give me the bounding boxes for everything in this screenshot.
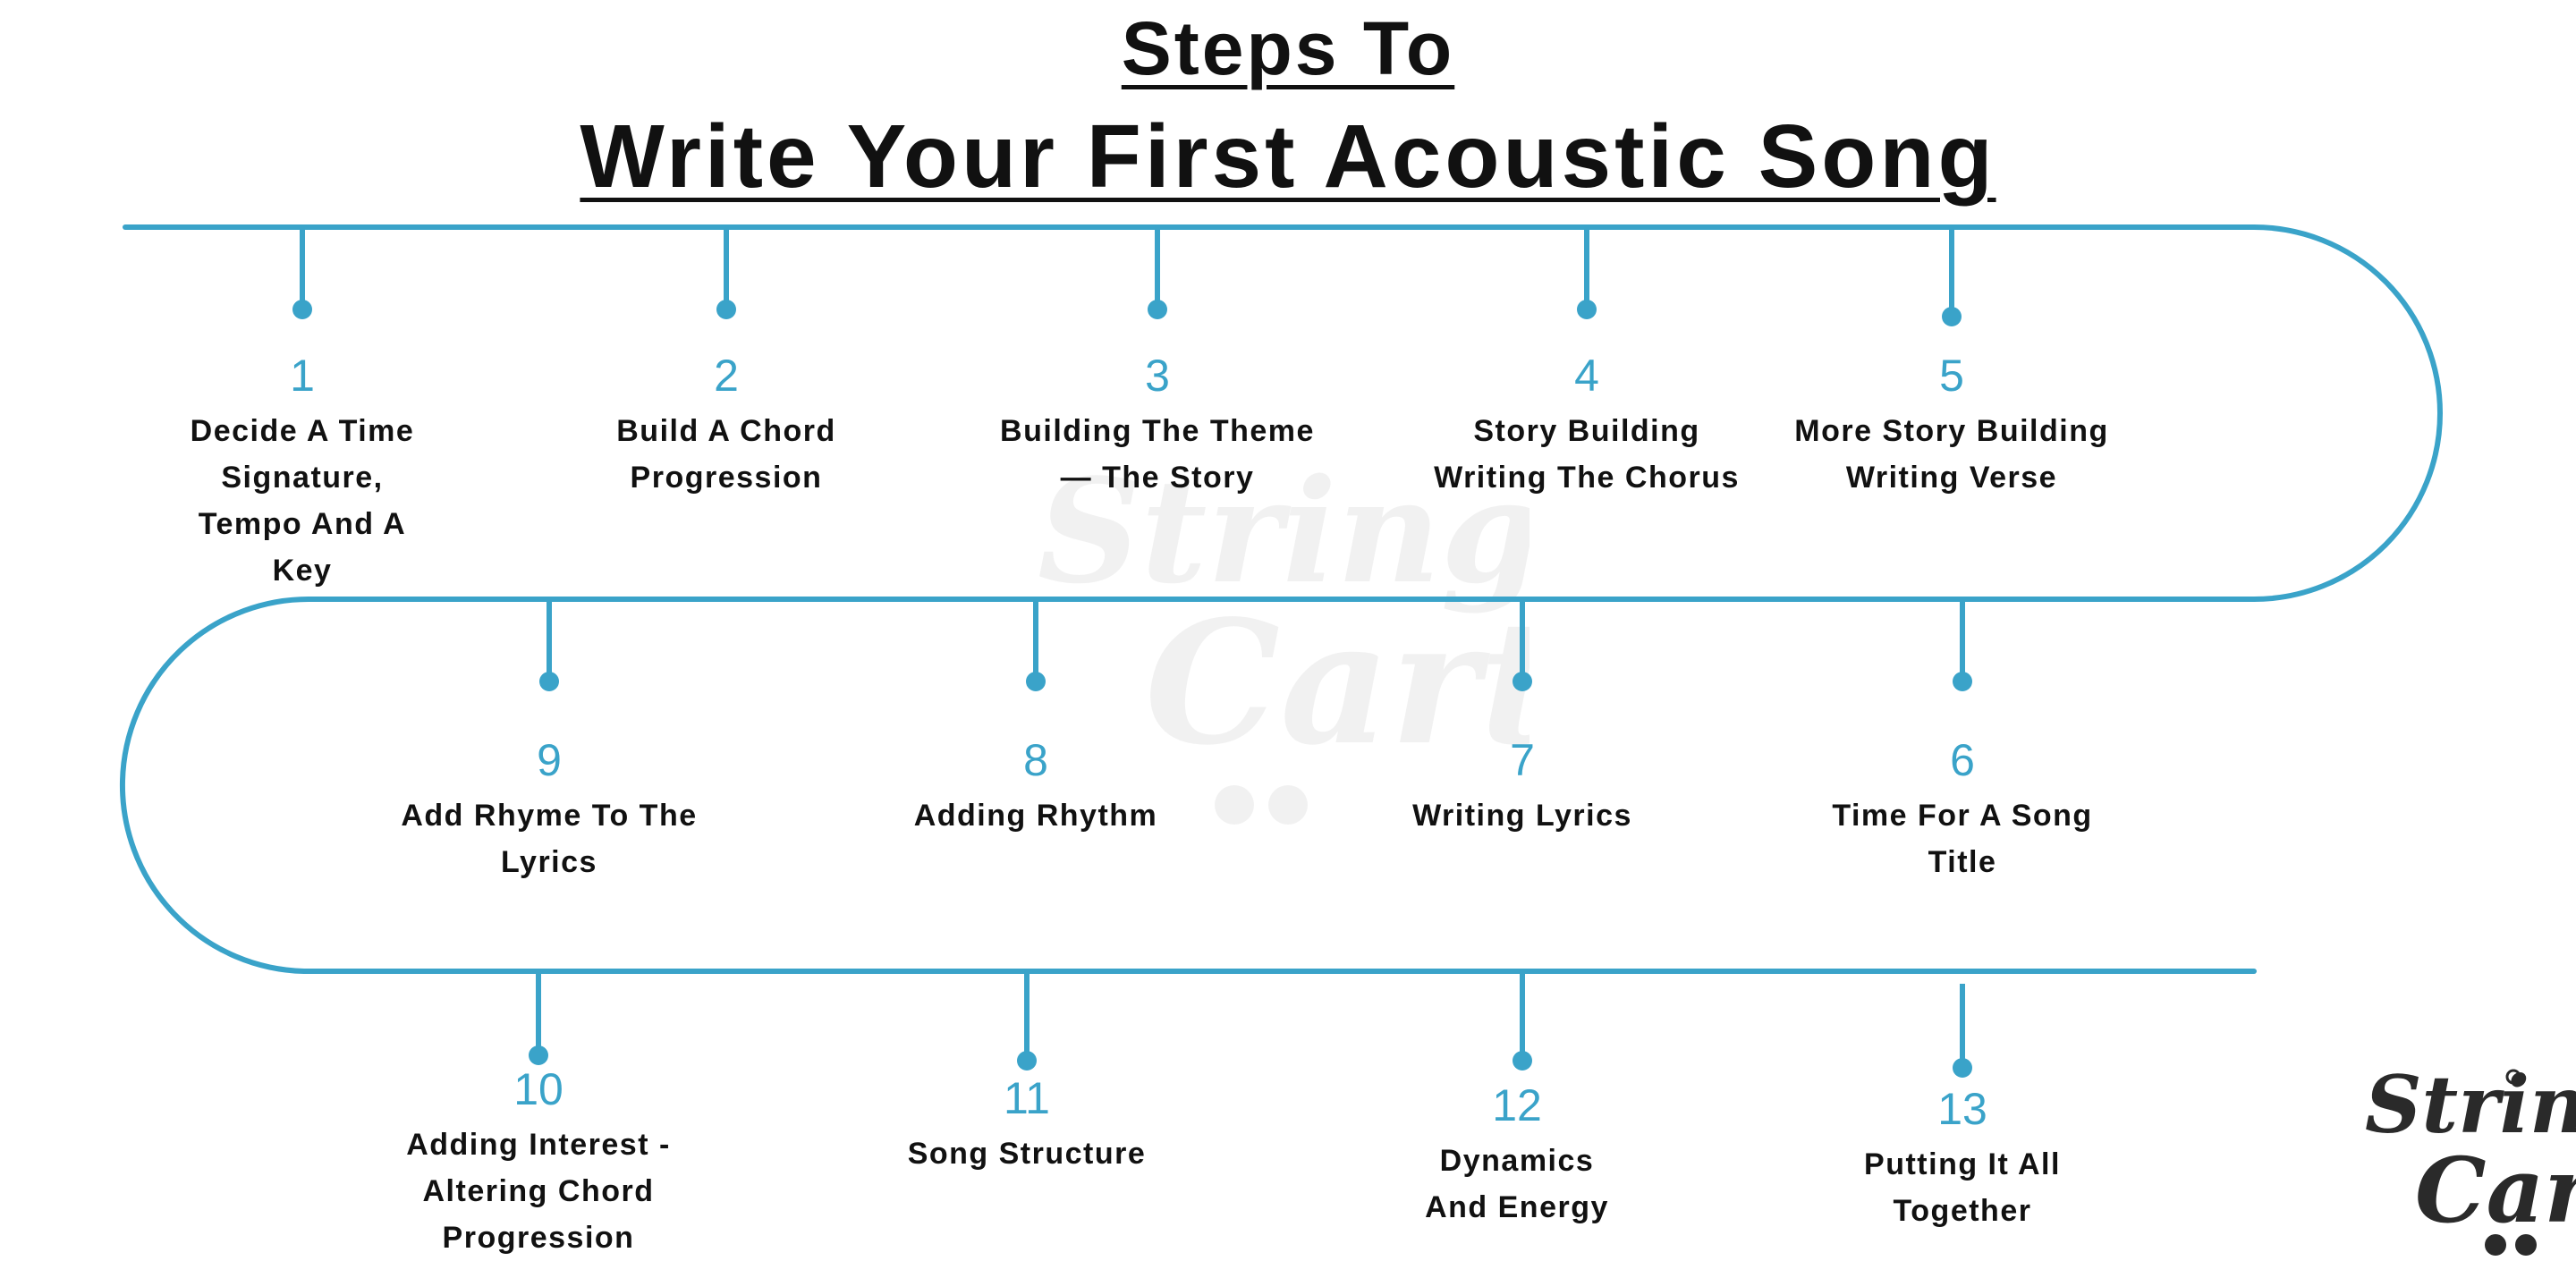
step-label: Adding Interest - Altering Chord Progres… xyxy=(406,1128,671,1255)
step-12: 12 Dynamics And Energy xyxy=(1338,1079,1696,1231)
step-number: 7 xyxy=(1510,735,1535,785)
step-1: 1 Decide A Time Signature, Tempo And A K… xyxy=(123,349,481,594)
step-4: 4 Story Building Writing The Chorus xyxy=(1408,349,1766,501)
watermark-word-2: Cart xyxy=(1145,583,1530,783)
string-cart-logo: String Cart xyxy=(2365,1058,2576,1256)
step-number: 13 xyxy=(1937,1084,1987,1134)
connector-dot-11 xyxy=(1017,1051,1037,1071)
connector-dot-6 xyxy=(1953,672,1972,691)
connector-dot-1 xyxy=(292,300,312,319)
title-line-2: Write Your First Acoustic Song xyxy=(580,106,1996,207)
step-number: 1 xyxy=(290,351,315,401)
step-number: 6 xyxy=(1950,735,1975,785)
step-2: 2 Build A Chord Progression xyxy=(547,349,905,501)
step-9: 9 Add Rhyme To The Lyrics xyxy=(370,733,728,885)
step-10: 10 Adding Interest - Altering Chord Prog… xyxy=(360,1062,717,1261)
watermark-word-1: String xyxy=(1038,447,1530,615)
step-number: 2 xyxy=(714,351,739,401)
connector-dot-2 xyxy=(716,300,736,319)
connector-dot-10 xyxy=(529,1045,548,1065)
timeline-turn-right xyxy=(2251,224,2443,602)
step-8: 8 Adding Rhythm xyxy=(857,733,1215,839)
step-label: Putting It All Together xyxy=(1864,1147,2061,1228)
connector-dot-5 xyxy=(1942,307,1962,326)
step-label: Song Structure xyxy=(907,1137,1147,1171)
step-11: 11 Song Structure xyxy=(848,1071,1206,1177)
step-label: More Story Building Writing Verse xyxy=(1794,414,2109,495)
step-number: 3 xyxy=(1145,351,1170,401)
connector-dot-8 xyxy=(1026,672,1046,691)
step-number: 5 xyxy=(1939,351,1964,401)
step-number: 11 xyxy=(1004,1073,1050,1123)
connector-dot-7 xyxy=(1513,672,1532,691)
step-label: Add Rhyme To The Lyrics xyxy=(401,799,698,879)
step-number: 10 xyxy=(513,1064,564,1114)
step-number: 12 xyxy=(1492,1080,1542,1130)
step-number: 4 xyxy=(1574,351,1599,401)
step-label: Building The Theme — The Story xyxy=(1000,414,1315,495)
step-5: 5 More Story Building Writing Verse xyxy=(1773,349,2131,501)
step-6: 6 Time For A Song Title xyxy=(1784,733,2141,885)
step-label: Dynamics And Energy xyxy=(1425,1144,1609,1224)
connector-dot-9 xyxy=(539,672,559,691)
step-3: 3 Building The Theme — The Story xyxy=(979,349,1336,501)
step-label: Writing Lyrics xyxy=(1412,799,1632,833)
step-label: Story Building Writing The Chorus xyxy=(1434,414,1740,495)
step-number: 9 xyxy=(537,735,562,785)
step-label: Build A Chord Progression xyxy=(616,414,836,495)
step-number: 8 xyxy=(1023,735,1048,785)
step-13: 13 Putting It All Together xyxy=(1784,1082,2141,1234)
connector-dot-12 xyxy=(1513,1051,1532,1071)
connector-dot-3 xyxy=(1148,300,1167,319)
step-label: Decide A Time Signature, Tempo And A Key xyxy=(190,414,415,588)
connector-dot-13 xyxy=(1953,1058,1972,1078)
timeline-turn-left xyxy=(119,596,316,974)
string-cart-watermark: String Cart xyxy=(1038,447,1530,825)
connector-dot-4 xyxy=(1577,300,1597,319)
logo-word-1: String xyxy=(2365,1058,2576,1151)
step-7: 7 Writing Lyrics xyxy=(1343,733,1701,839)
title-line-1: Steps To xyxy=(1121,6,1455,90)
logo-word-2: Cart xyxy=(2415,1138,2576,1243)
step-label: Adding Rhythm xyxy=(913,799,1158,833)
step-label: Time For A Song Title xyxy=(1832,799,2093,879)
